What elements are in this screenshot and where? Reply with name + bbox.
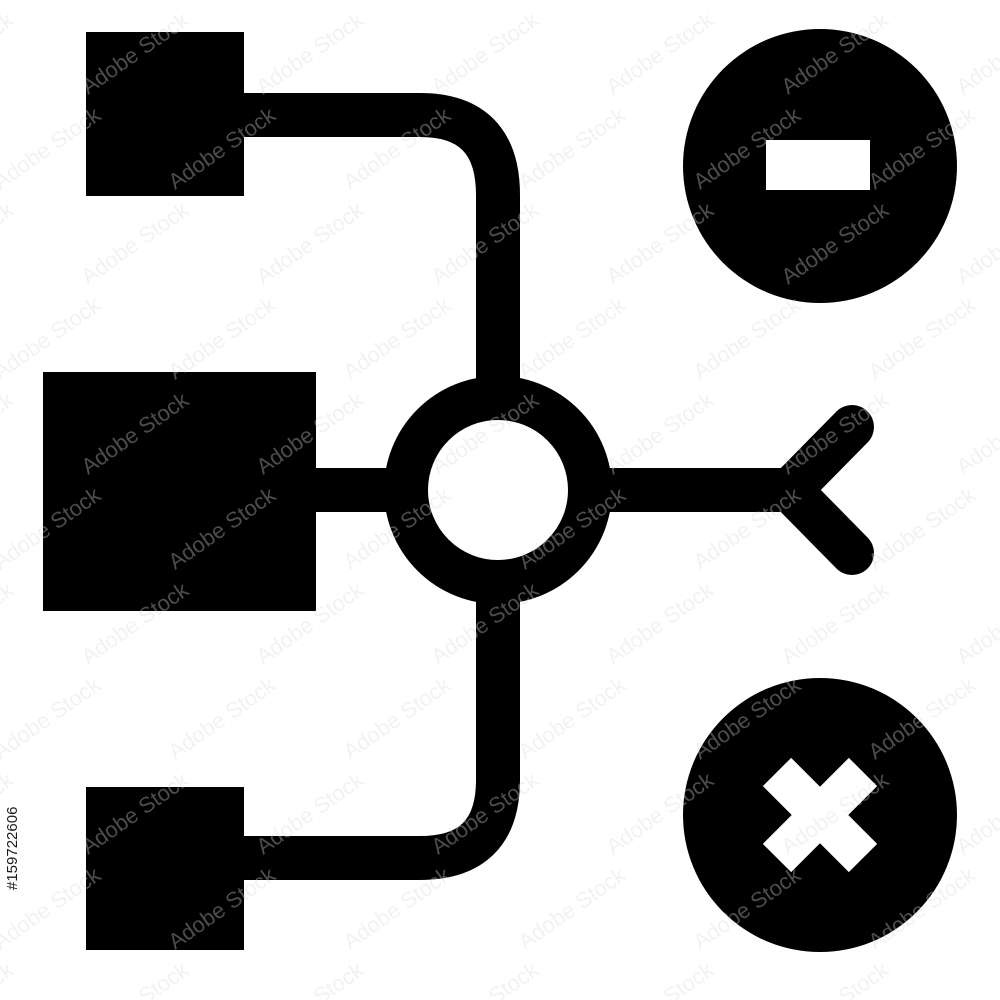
stock-id-label: #159722606 [4, 806, 21, 890]
minus-circle-icon [683, 29, 957, 303]
process-box-middle [43, 372, 316, 611]
split-arrow [590, 405, 874, 575]
cross-circle-icon [683, 678, 957, 952]
junction-node [384, 376, 612, 604]
process-box-bottom [86, 787, 244, 950]
connector-bottom [244, 598, 520, 880]
connector-top [244, 93, 520, 385]
process-box-top [86, 32, 244, 196]
